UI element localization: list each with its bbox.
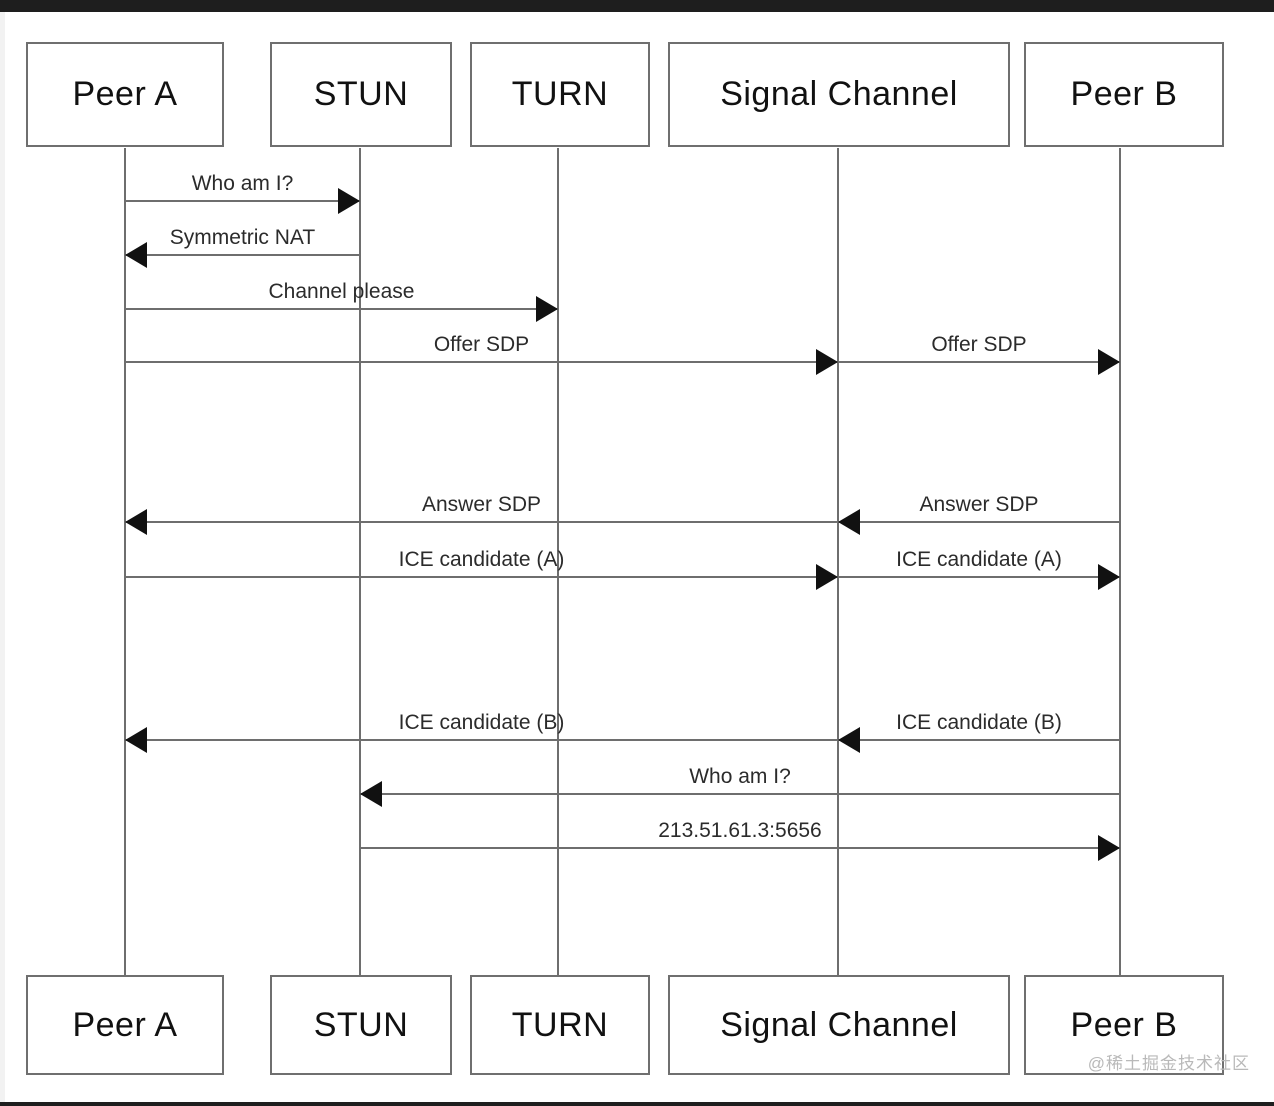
lifeline-peer-b bbox=[1119, 148, 1121, 975]
bottom-edge-band bbox=[0, 1102, 1274, 1106]
arrowhead-left bbox=[125, 727, 147, 753]
participant-box-top-stun: STUN bbox=[270, 42, 452, 147]
message-label: Who am I? bbox=[191, 172, 294, 195]
message-label: Answer SDP bbox=[919, 493, 1039, 516]
arrowhead-right bbox=[1098, 835, 1120, 861]
left-edge-band bbox=[0, 12, 5, 1106]
message-label: Who am I? bbox=[689, 765, 791, 788]
participant-box-top-signal-channel: Signal Channel bbox=[668, 42, 1010, 147]
message-line bbox=[838, 521, 1120, 523]
message-label: Offer SDP bbox=[433, 333, 530, 356]
arrowhead-right bbox=[536, 296, 558, 322]
participant-box-bottom-peer-b: Peer B bbox=[1024, 975, 1224, 1075]
participant-box-bottom-turn: TURN bbox=[470, 975, 650, 1075]
message-line bbox=[125, 254, 360, 256]
message-label: ICE candidate (B) bbox=[398, 711, 565, 734]
message-line bbox=[125, 361, 838, 363]
arrowhead-right bbox=[1098, 349, 1120, 375]
message-label: Channel please bbox=[268, 280, 415, 303]
message-label: ICE candidate (B) bbox=[896, 711, 1062, 734]
lifeline-stun bbox=[359, 148, 361, 975]
message-line bbox=[838, 361, 1120, 363]
participant-box-top-peer-a: Peer A bbox=[26, 42, 224, 147]
message-line bbox=[125, 200, 360, 202]
lifeline-signal-channel bbox=[837, 148, 839, 975]
arrowhead-right bbox=[816, 349, 838, 375]
participant-box-top-turn: TURN bbox=[470, 42, 650, 147]
message-line bbox=[360, 847, 1120, 849]
top-edge-band bbox=[0, 0, 1274, 12]
participant-box-bottom-stun: STUN bbox=[270, 975, 452, 1075]
message-label: Offer SDP bbox=[931, 333, 1027, 356]
message-line bbox=[838, 739, 1120, 741]
lifeline-peer-a bbox=[124, 148, 126, 975]
message-label: ICE candidate (A) bbox=[896, 548, 1062, 571]
arrowhead-right bbox=[1098, 564, 1120, 590]
arrowhead-left bbox=[838, 509, 860, 535]
participant-box-bottom-signal-channel: Signal Channel bbox=[668, 975, 1010, 1075]
message-label: Answer SDP bbox=[421, 493, 542, 516]
arrowhead-left bbox=[838, 727, 860, 753]
arrowhead-left bbox=[125, 509, 147, 535]
arrowhead-left bbox=[360, 781, 382, 807]
message-line bbox=[125, 521, 838, 523]
watermark-text: @稀土掘金技术社区 bbox=[1087, 1054, 1250, 1073]
message-line bbox=[125, 308, 558, 310]
message-line bbox=[838, 576, 1120, 578]
participant-box-top-peer-b: Peer B bbox=[1024, 42, 1224, 147]
participant-box-bottom-peer-a: Peer A bbox=[26, 975, 224, 1075]
message-line bbox=[360, 793, 1120, 795]
message-label: ICE candidate (A) bbox=[398, 548, 565, 571]
arrowhead-right bbox=[338, 188, 360, 214]
arrowhead-left bbox=[125, 242, 147, 268]
message-line bbox=[125, 739, 838, 741]
lifeline-turn bbox=[557, 148, 559, 975]
arrowhead-right bbox=[816, 564, 838, 590]
message-label: Symmetric NAT bbox=[169, 226, 316, 249]
message-line bbox=[125, 576, 838, 578]
message-label: 213.51.61.3:5656 bbox=[658, 819, 822, 842]
